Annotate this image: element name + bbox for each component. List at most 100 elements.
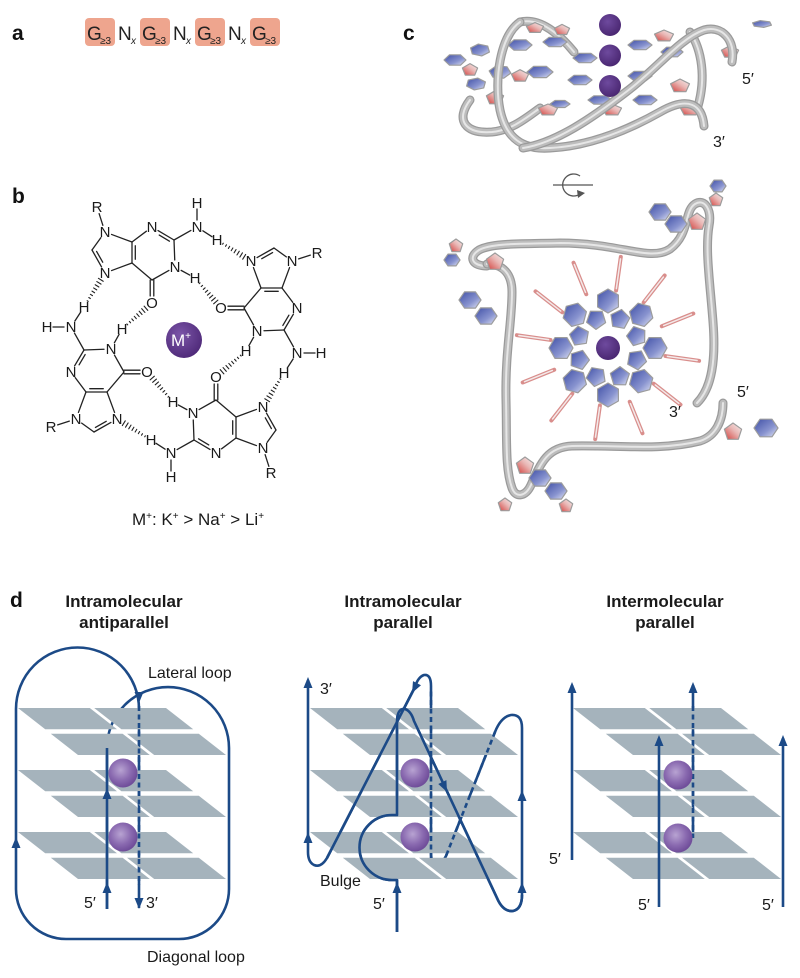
atom-label: N <box>192 219 203 236</box>
hydrogen-bond-hatch <box>270 389 275 393</box>
bond-line <box>266 429 277 443</box>
strand-arrowhead <box>102 788 112 799</box>
caption-superscript: + <box>258 511 264 522</box>
strand-arrowhead <box>778 735 788 746</box>
guanine-plate <box>573 770 672 792</box>
guanine-plate <box>649 708 749 730</box>
hydrogen-bond-hatch <box>144 435 146 438</box>
nucleobase-ring <box>585 367 606 388</box>
hydrogen-bond <box>264 378 282 403</box>
sugar-ring <box>485 252 505 270</box>
glycosidic-stick-highlight <box>594 406 601 438</box>
nucleobase-ring <box>562 369 588 394</box>
atom-label: O <box>141 364 153 381</box>
nucleobase-ring <box>549 99 571 109</box>
guanine-plate <box>682 857 781 879</box>
hydrogen-bond-hatch <box>202 287 206 290</box>
caption-text: M <box>132 510 146 529</box>
bond-line <box>263 329 285 332</box>
five-prime-label: 5′ <box>549 851 561 868</box>
bond-line <box>74 311 82 322</box>
bond-line <box>193 439 211 451</box>
hydrogen-bond-hatch <box>133 315 137 320</box>
hydrogen-bond-hatch <box>154 381 160 386</box>
side-view-5prime-label: 5′ <box>742 71 754 88</box>
nucleobase-ring <box>568 325 589 346</box>
caption-superscript: + <box>146 511 152 522</box>
hydrogen-bond-hatch <box>137 430 141 435</box>
glycosidic-stick-highlight <box>644 276 665 302</box>
hydrogen-bond-hatch <box>227 245 231 250</box>
hydrogen-bond-hatch <box>274 383 279 387</box>
g-tetrad-layer <box>18 832 226 879</box>
sugar-ring <box>687 212 707 230</box>
nucleobase-ring <box>625 326 646 347</box>
bond-line <box>256 247 275 259</box>
atom-label: N <box>252 323 263 340</box>
hydrogen-bond <box>219 354 242 375</box>
guanine-plate <box>573 832 672 854</box>
nucleobase-ring <box>628 369 654 394</box>
atom-label: H <box>316 345 327 362</box>
strand-path <box>358 707 524 932</box>
nucleobase-ring <box>542 36 568 48</box>
atom-label: N <box>258 399 269 416</box>
hydrogen-bond-hatch <box>121 420 126 427</box>
hydrogen-bond-hatch <box>231 360 235 365</box>
atom-label: H <box>166 469 177 486</box>
hydrogen-bond-hatch <box>222 242 224 245</box>
cation-sphere <box>663 760 693 790</box>
atom-label: N <box>246 253 257 270</box>
bond-line <box>110 262 133 272</box>
backbone-tube-highlight <box>519 20 575 53</box>
intermolecular-parallel-diagram <box>567 682 788 907</box>
caption-text: > Li <box>226 510 259 529</box>
topology-title-line2: parallel <box>635 613 695 632</box>
sugar-ring <box>723 422 743 440</box>
g-tract-base: G <box>197 24 212 45</box>
strand-arrowhead <box>517 882 527 893</box>
atom-label: N <box>170 259 181 276</box>
strand-path <box>325 686 417 859</box>
topology-title-line2: antiparallel <box>79 613 169 632</box>
glycosidic-stick-highlight <box>551 394 572 420</box>
quadruplex-top-view <box>443 179 779 513</box>
hydrogen-bond <box>126 305 149 326</box>
atom-label: N <box>211 445 222 462</box>
guanine-plate <box>50 857 150 879</box>
potassium-ion-sphere <box>599 44 621 67</box>
hydrogen-bond-hatch <box>279 378 282 380</box>
bond-line <box>73 349 85 367</box>
strand-arrowhead <box>392 882 402 893</box>
bond-line <box>106 371 125 393</box>
metal-ion-label: M+ <box>171 331 191 350</box>
glycosidic-stick-highlight <box>615 258 622 290</box>
guanine-plate <box>94 708 194 730</box>
bond-line <box>286 358 294 369</box>
panel-d: d Intramolecular antiparallel Lateral lo… <box>10 589 788 966</box>
bond-line <box>283 329 295 348</box>
hydrogen-bond-hatch <box>224 244 228 247</box>
nucleobase-ring <box>751 20 773 28</box>
hydrogen-bond-hatch <box>225 364 230 370</box>
topology-intermolecular-parallel: Intermolecular parallel 5′ 5′ 5′ <box>549 592 788 914</box>
strand-arrowhead <box>688 682 698 693</box>
metal-ion-sphere <box>166 322 202 358</box>
strand-arrowhead <box>303 832 313 843</box>
hydrogen-bond-hatch <box>89 293 94 297</box>
sugar-ring <box>448 238 464 253</box>
nucleobase-ring <box>596 382 620 408</box>
nucleobase-ring <box>572 52 598 64</box>
nucleobase-ring <box>443 54 467 66</box>
g-tract-box <box>85 18 115 46</box>
sugar-ring <box>510 69 530 82</box>
bond-line <box>113 354 125 373</box>
nucleobase-ring <box>627 39 653 51</box>
hydrogen-bond-hatch <box>268 392 274 396</box>
hydrogen-bond-hatch <box>97 277 104 282</box>
atom-label: H <box>192 195 203 212</box>
side-view-3prime-label: 3′ <box>713 134 725 151</box>
